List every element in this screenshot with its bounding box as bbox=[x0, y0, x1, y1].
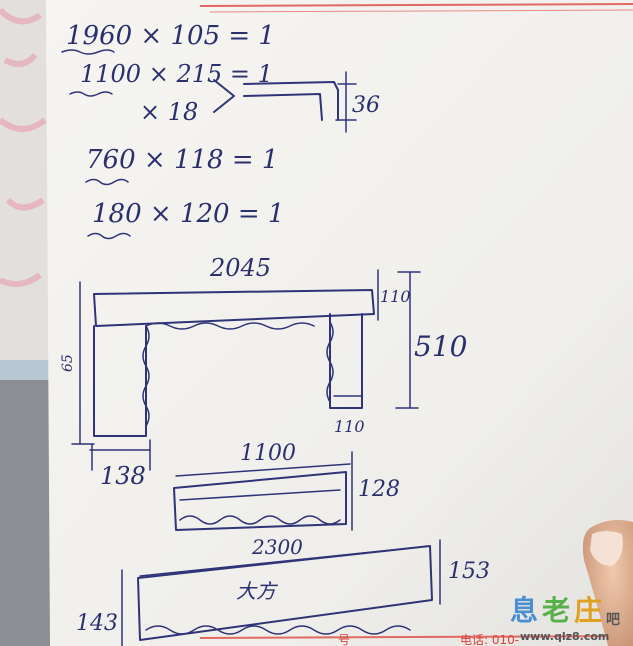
note-line-3: 760 × 118 = 1 bbox=[85, 145, 278, 186]
desk-top-thickness: 110 bbox=[380, 287, 411, 306]
note-text-2: 1100 × 215 = 1 bbox=[80, 60, 273, 88]
note-line-4: 180 × 120 = 1 bbox=[87, 199, 284, 240]
watermark-char-4: 吧 bbox=[606, 612, 620, 628]
watermark: 息 老 庄 吧 www.qlz8.com bbox=[510, 594, 620, 643]
desk-left-leg: 138 bbox=[100, 462, 146, 490]
board-sketch-2: 1100 128 bbox=[173, 441, 400, 531]
watermark-url: www.qlz8.com bbox=[520, 630, 609, 643]
watermark-char-2: 老 bbox=[542, 594, 570, 627]
note-line-1: 1960 × 105 = 1 bbox=[61, 21, 275, 55]
note-text-4: 180 × 120 = 1 bbox=[92, 199, 284, 229]
note-text-3: 760 × 118 = 1 bbox=[86, 145, 278, 175]
desk-sketch: 2045 138 110 110 510 65 bbox=[60, 254, 467, 490]
board2-width: 1100 bbox=[240, 441, 296, 466]
note-line-2: 1100 × 215 = 1 × 18 bbox=[69, 60, 273, 126]
note-text-2b: × 18 bbox=[140, 98, 198, 126]
board3-right-height: 153 bbox=[448, 559, 490, 584]
profile-dim: 36 bbox=[352, 93, 380, 118]
note-text-1: 1960 × 105 = 1 bbox=[66, 21, 275, 51]
profile-sketch: 36 bbox=[243, 71, 380, 133]
board3-width: 2300 bbox=[251, 535, 303, 559]
board-sketch-3: 2300 大方 153 143 bbox=[76, 535, 490, 646]
watermark-char-1: 息 bbox=[510, 594, 538, 627]
board2-thickness: 128 bbox=[358, 477, 400, 502]
desk-right-leg: 110 bbox=[334, 417, 365, 436]
desk-side-mark: 65 bbox=[60, 354, 76, 372]
desk-height: 510 bbox=[414, 330, 467, 363]
watermark-char-3: 庄 bbox=[574, 594, 602, 627]
board3-left-height: 143 bbox=[76, 611, 118, 636]
board3-label: 大方 bbox=[236, 579, 279, 603]
desk-top-width: 2045 bbox=[209, 254, 271, 282]
footer-address: 号 bbox=[338, 633, 350, 646]
footer-phone: 电话: 010- bbox=[460, 633, 519, 646]
